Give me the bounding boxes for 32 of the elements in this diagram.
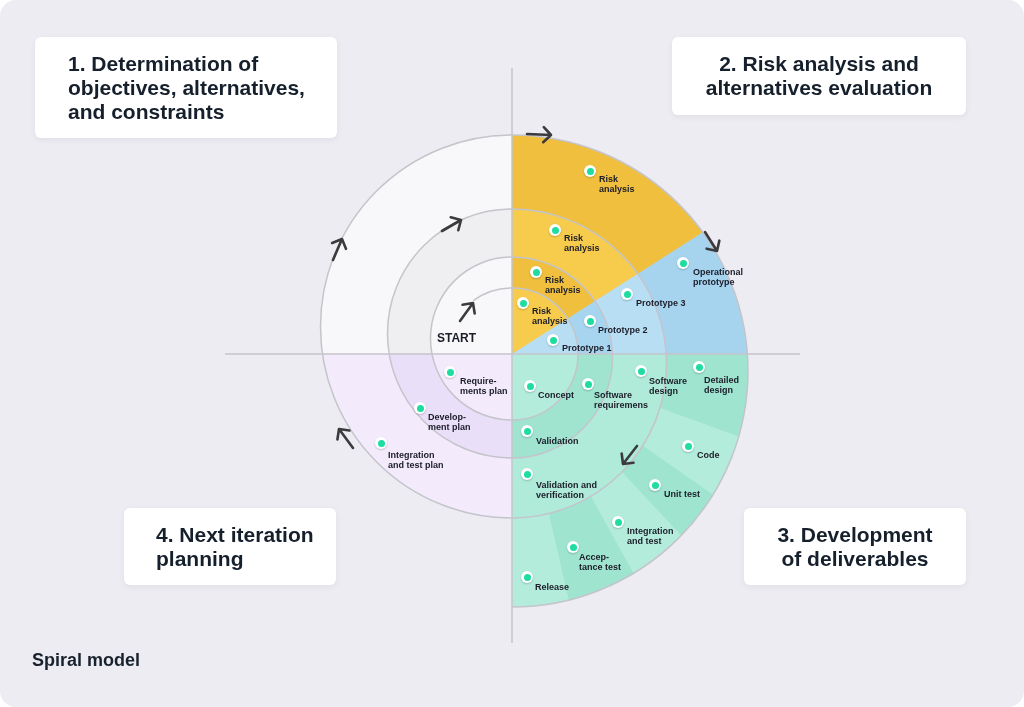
step-card	[35, 37, 337, 138]
milestone-label: Operational prototype	[693, 268, 744, 287]
milestone-label: Risk analysis	[532, 307, 569, 326]
milestone-label: Prototype 1	[562, 344, 612, 354]
step-card	[672, 37, 966, 115]
milestone-label: Software requiremens	[594, 391, 649, 410]
milestone-label: Detailed design	[704, 376, 740, 395]
start-label: START	[437, 331, 477, 345]
diagram-title: Spiral model	[32, 649, 141, 671]
milestone-label: Risk analysis	[545, 276, 582, 295]
step-heading: 4. Next iteration planning	[156, 522, 315, 571]
milestone-label: Require-ments plan	[460, 377, 509, 396]
step-heading: 1. Determination of objectives, alternatives, and constraints	[68, 51, 306, 124]
milestone-label: Risk analysis	[599, 175, 636, 194]
milestone-label: Accep-tance test	[579, 553, 623, 572]
milestone-label: Integration and test plan	[388, 451, 445, 470]
milestone-label: Validation and verification	[536, 481, 598, 500]
milestone-label: Risk analysis	[564, 234, 601, 253]
step-card	[124, 508, 336, 585]
milestone-label: Prototype 2	[598, 326, 648, 336]
milestone-label: Software design	[649, 377, 688, 396]
milestone-label: Validation	[536, 437, 579, 447]
milestone-label: Unit test	[664, 490, 700, 500]
step-card	[744, 508, 966, 585]
milestone-label: Integration and test	[627, 527, 675, 546]
step-heading: 2. Risk analysis and alternatives evaluation	[704, 52, 934, 100]
milestone-label: Prototype 3	[636, 299, 686, 309]
milestone-label: Concept	[538, 391, 574, 401]
milestone-label: Code	[697, 451, 720, 461]
step-heading: 3. Development of deliverables	[776, 522, 934, 571]
milestone-label: Release	[535, 583, 570, 593]
milestone-label: Develop-ment plan	[428, 413, 472, 432]
